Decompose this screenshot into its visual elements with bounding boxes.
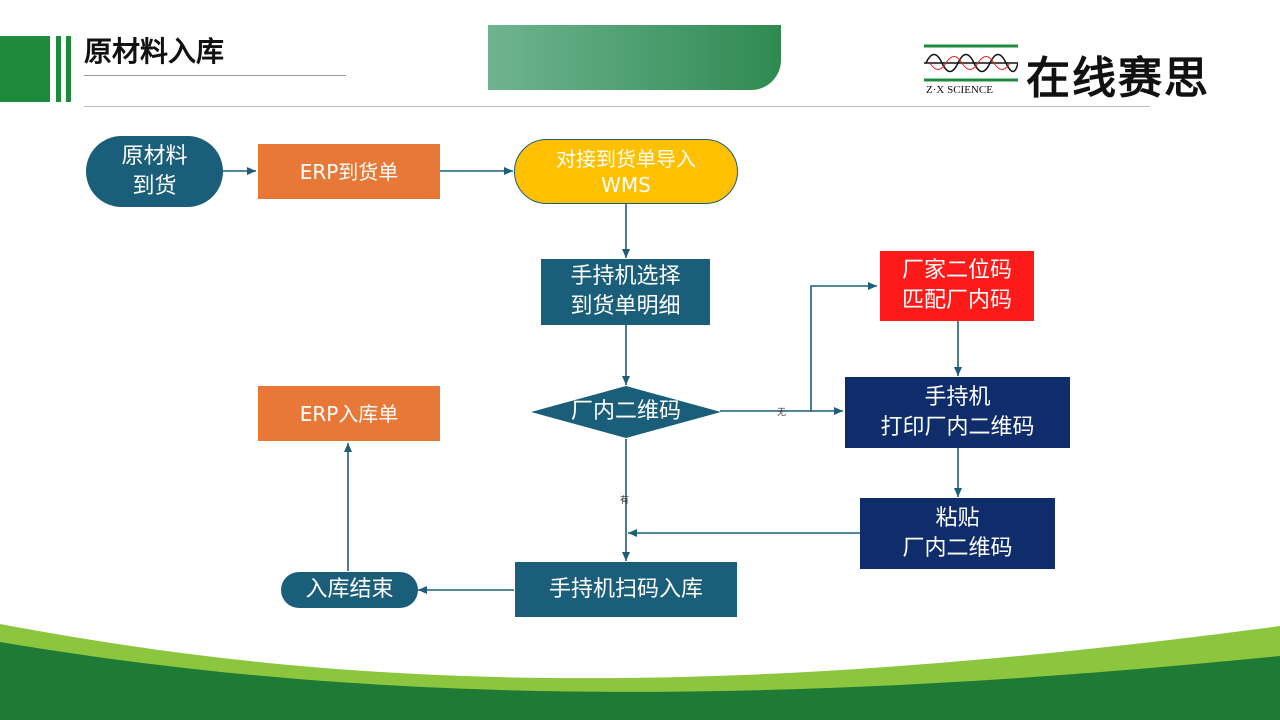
header-rule: [84, 106, 1150, 107]
node-decision-shape: [531, 386, 721, 438]
footer-wave: [0, 624, 1280, 720]
node-erp-in-label: ERP入库单: [299, 401, 399, 426]
logo-brand-text: 在线赛思: [1026, 53, 1210, 104]
node-print-qr-label: 手持机 打印厂内二维码: [880, 384, 1035, 440]
node-decision: 厂内二维码: [529, 384, 723, 440]
node-arrival: 原材料 到货: [86, 136, 223, 207]
node-vendor-match-label: 厂家二位码 匹配厂内码: [901, 258, 1012, 313]
node-scan-in: 手持机扫码入库: [515, 562, 737, 617]
node-select-detail: 手持机选择 到货单明细: [541, 259, 710, 325]
node-vendor-match: 厂家二位码 匹配厂内码: [880, 251, 1034, 321]
page-title: 原材料入库: [84, 35, 225, 68]
header-green-bar: [0, 36, 50, 102]
edge-branch-vendor: [810, 282, 877, 411]
node-scan-in-label: 手持机扫码入库: [548, 576, 703, 602]
node-erp-arrival: ERP到货单: [258, 144, 440, 199]
node-end-label: 入库结束: [305, 577, 394, 602]
node-erp-in: ERP入库单: [258, 386, 440, 441]
logo-subtitle: Z·X SCIENCE: [926, 84, 993, 96]
node-import-wms: 对接到货单导入 WMS: [514, 139, 738, 204]
node-erp-arrival-label: ERP到货单: [299, 159, 399, 184]
node-end: 入库结束: [281, 572, 418, 608]
sine-wave-icon: [924, 44, 1018, 82]
header-tab: [488, 25, 781, 90]
logo: Z·X SCIENCE 在线赛思: [924, 40, 1264, 104]
edge-label-yes: 有: [620, 496, 630, 506]
node-import-wms-label: 对接到货单导入 WMS: [556, 146, 696, 197]
node-arrival-label: 原材料 到货: [121, 143, 188, 199]
node-paste-qr-label: 粘贴 厂内二维码: [902, 505, 1013, 561]
edge-label-no: 无: [777, 408, 787, 418]
title-underline: [84, 75, 346, 76]
header-green-stripe-1: [56, 36, 61, 102]
node-print-qr: 手持机 打印厂内二维码: [845, 377, 1070, 448]
node-select-detail-label: 手持机选择 到货单明细: [570, 264, 681, 319]
node-decision-label: 厂内二维码: [570, 399, 681, 424]
header-green-stripe-2: [66, 36, 71, 102]
node-paste-qr: 粘贴 厂内二维码: [860, 498, 1055, 569]
